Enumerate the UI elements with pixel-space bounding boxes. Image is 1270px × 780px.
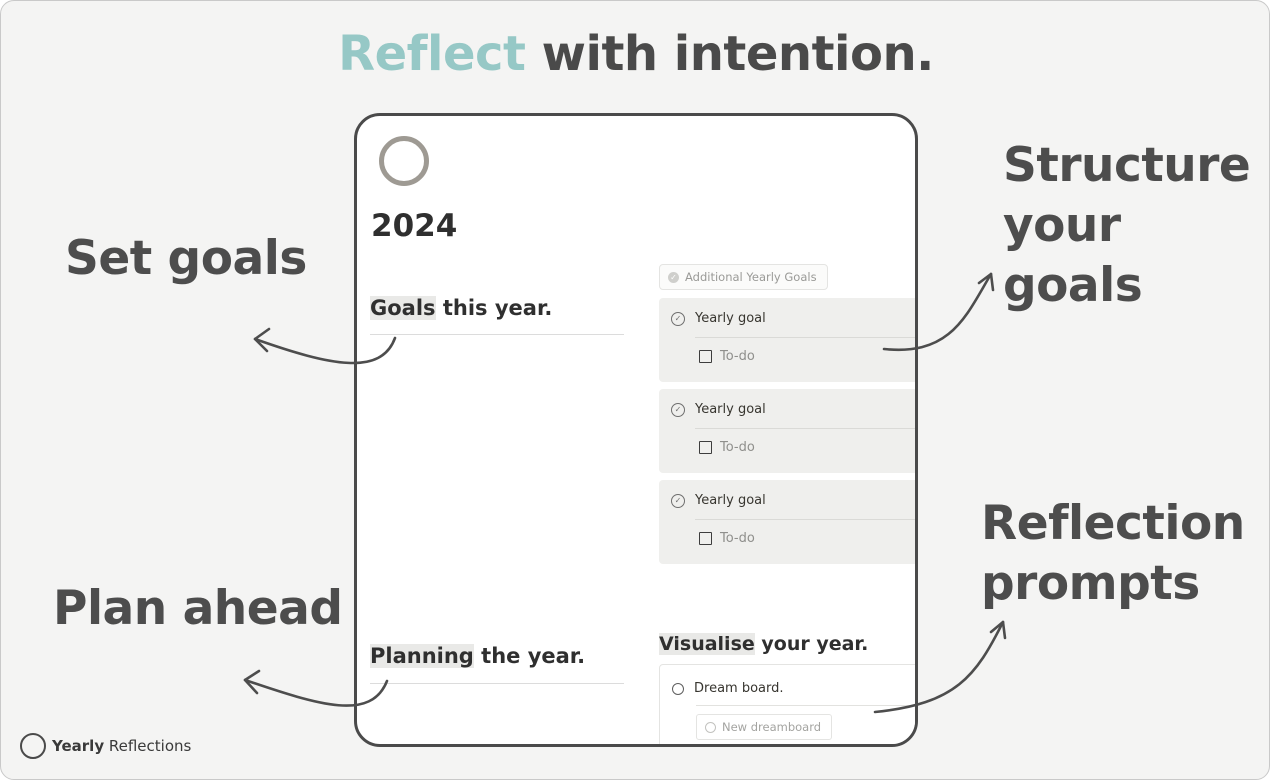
callout-line: Set goals: [65, 231, 307, 286]
headline-rest: with intention.: [525, 26, 935, 82]
todo-label: To-do: [720, 440, 755, 455]
headline: Reflect with intention.: [1, 26, 1269, 82]
divider: [370, 334, 624, 335]
callout-line: prompts: [981, 556, 1200, 611]
goal-row[interactable]: ✓ Yearly goal: [671, 311, 766, 326]
arrowhead: [253, 327, 271, 353]
dream-board-label: Dream board.: [694, 681, 784, 696]
new-dreamboard-button[interactable]: New dreamboard: [696, 714, 833, 740]
heading-highlight: Visualise: [659, 633, 755, 655]
arrow-reflection: [873, 620, 1005, 714]
goal-card[interactable]: ✓ Yearly goal To-do: [659, 389, 915, 473]
todo-row[interactable]: To-do: [699, 440, 755, 455]
arrow-plan-ahead: [243, 678, 389, 707]
arrow-structure: [882, 272, 993, 352]
goal-card[interactable]: ✓ Yearly goal To-do: [659, 480, 915, 564]
goals-heading[interactable]: Goals this year.: [370, 296, 552, 320]
goal-row[interactable]: ✓ Yearly goal: [671, 493, 766, 508]
page-title[interactable]: 2024: [371, 208, 458, 244]
goal-label: Yearly goal: [695, 402, 766, 417]
callout-plan-ahead: Plan ahead: [53, 579, 343, 639]
circle-icon: [672, 682, 684, 695]
heading-rest: this year.: [435, 296, 553, 320]
todo-checkbox[interactable]: [699, 350, 712, 363]
planning-heading[interactable]: Planning the year.: [370, 644, 585, 668]
check-circle-icon: ✓: [671, 311, 685, 326]
heading-highlight: Goals: [370, 296, 436, 320]
brand-bold: Yearly: [52, 737, 105, 755]
divider: [370, 683, 624, 684]
callout-reflection-prompts: Reflection prompts: [981, 494, 1245, 614]
circle-icon: [705, 721, 716, 733]
tag-label: Additional Yearly Goals: [685, 270, 817, 284]
arrowhead: [977, 272, 995, 292]
heading-rest: the year.: [473, 644, 586, 668]
todo-checkbox[interactable]: [699, 532, 712, 545]
arrowhead: [243, 669, 261, 695]
check-badge-icon: ✓: [668, 271, 679, 283]
callout-line: Plan ahead: [53, 581, 343, 636]
goal-label: Yearly goal: [695, 493, 766, 508]
visualise-heading[interactable]: Visualise your year.: [659, 633, 868, 655]
todo-row[interactable]: To-do: [699, 531, 755, 546]
callout-set-goals: Set goals: [65, 229, 307, 289]
dream-board-row[interactable]: Dream board.: [672, 681, 784, 696]
goal-row[interactable]: ✓ Yearly goal: [671, 402, 766, 417]
page-circle-icon[interactable]: [379, 136, 429, 186]
callout-line: your goals: [1003, 198, 1143, 313]
new-dreamboard-label: New dreamboard: [722, 720, 822, 734]
todo-row[interactable]: To-do: [699, 349, 755, 364]
goal-label: Yearly goal: [695, 311, 766, 326]
heading-highlight: Planning: [370, 644, 474, 668]
todo-label: To-do: [720, 531, 755, 546]
callout-line: Reflection: [981, 496, 1245, 551]
todo-label: To-do: [720, 349, 755, 364]
arrowhead: [989, 620, 1007, 640]
device-mockup: 2024 Goals this year. ✓ Additional Yearl…: [354, 113, 918, 747]
brand-rest: Reflections: [104, 737, 192, 755]
divider: [695, 337, 915, 338]
divider: [695, 519, 915, 520]
check-circle-icon: ✓: [671, 493, 685, 508]
arrow-set-goals: [253, 336, 397, 365]
brand-footer: Yearly Reflections: [20, 733, 191, 759]
headline-accent: Reflect: [338, 26, 526, 82]
heading-rest: your year.: [754, 633, 869, 655]
brand-circle-logo: [20, 733, 46, 759]
additional-goals-tag[interactable]: ✓ Additional Yearly Goals: [659, 264, 828, 290]
divider: [696, 705, 915, 706]
callout-structure-goals: Structure your goals: [1003, 136, 1269, 316]
dreamboard-database: Dream board. New dreamboard: [659, 664, 915, 744]
todo-checkbox[interactable]: [699, 441, 712, 454]
check-circle-icon: ✓: [671, 402, 685, 417]
goal-card[interactable]: ✓ Yearly goal To-do: [659, 298, 915, 382]
callout-line: Structure: [1003, 138, 1251, 193]
divider: [695, 428, 915, 429]
